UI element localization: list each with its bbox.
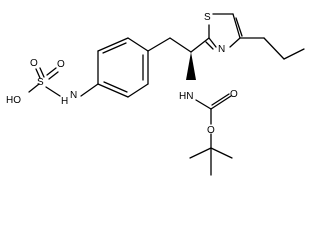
propyl-chain	[239, 37, 305, 60]
sulfamate-nitrogen-label: N	[70, 90, 77, 101]
molecule-drawing: HO S O O N H S N HN O O	[6, 12, 305, 176]
hydroxyl-label: HO	[6, 95, 21, 106]
ethyl-linker	[147, 37, 192, 53]
stereo-wedge-bond	[186, 52, 196, 80]
sulfamate-hydrogen-label: H	[61, 96, 68, 107]
sulfonyl-oxygen-left-label: O	[30, 58, 38, 69]
boc-carbamate	[189, 93, 233, 176]
thiazole-nitrogen-label: N	[218, 44, 225, 55]
carbonyl-oxygen-label: O	[230, 89, 238, 100]
carbamate-nh-label: HN	[179, 91, 193, 102]
thiazole-sulfur-label: S	[204, 12, 211, 23]
sulfonyl-oxygen-right-label: O	[57, 59, 65, 70]
sulfonyl-sulfur-label: S	[37, 77, 44, 88]
ester-oxygen-label: O	[207, 125, 215, 136]
thiazole-ring	[190, 13, 243, 53]
sulfamate-group	[28, 67, 99, 97]
chemical-structure-canvas: HO S O O N H S N HN O O	[6, 12, 305, 176]
benzene-ring	[97, 37, 149, 98]
